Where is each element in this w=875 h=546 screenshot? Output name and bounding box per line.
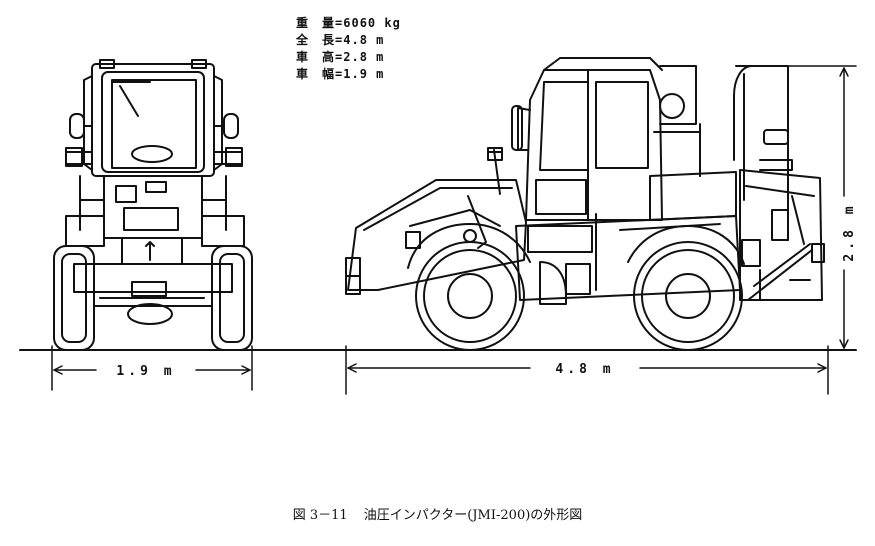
figure-caption: 図 3－11 油圧インパクター(JMI-200)の外形図 (0, 504, 875, 523)
length-dimension (345, 345, 829, 395)
width-dimension-label: 1.9 m (116, 364, 175, 379)
figure-title: 油圧インパクター(JMI-200)の外形図 (363, 508, 583, 523)
figure-number: 図 3－11 (292, 508, 348, 523)
length-dimension-label: 4.8 m (555, 362, 614, 377)
spec-width: 車 幅=1.9 m (296, 67, 385, 81)
side-view (345, 57, 825, 351)
height-dimension-label: 2.8 m (842, 202, 857, 261)
width-dimension (51, 345, 253, 391)
height-dimension (783, 65, 857, 349)
spec-weight: 重 量=6060 kg (296, 16, 401, 30)
front-view (53, 59, 253, 351)
spec-length: 全 長=4.8 m (296, 33, 385, 47)
spec-height: 車 高=2.8 m (296, 50, 385, 64)
